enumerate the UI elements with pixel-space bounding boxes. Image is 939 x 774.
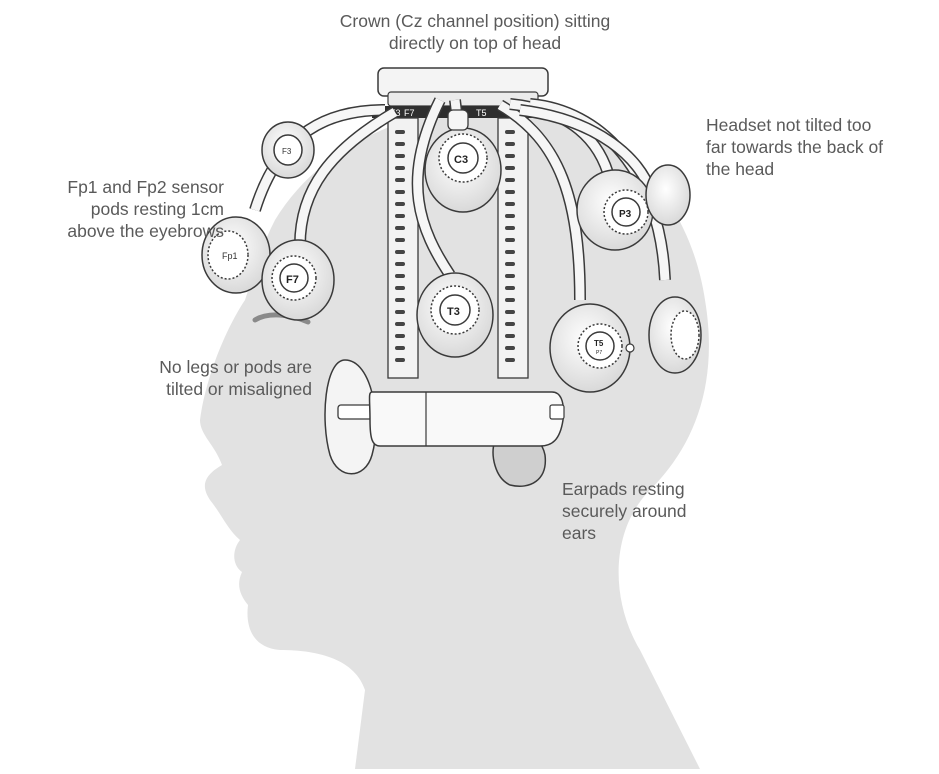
pod-label-fp: Fp1 — [222, 251, 238, 261]
strap-slot — [395, 166, 405, 170]
annotation-fp-line3: above the eyebrows — [0, 220, 224, 242]
pod-label-t5-sub: P7 — [596, 350, 602, 356]
strap-slot — [395, 154, 405, 158]
strap-slot — [505, 238, 515, 242]
strap-slot — [505, 130, 515, 134]
annotation-tilt-line3: the head — [706, 158, 936, 180]
strap-slot — [395, 250, 405, 254]
strap-slot — [505, 358, 515, 362]
annotation-earpads-line2: securely around — [562, 500, 762, 522]
strap-slot — [395, 238, 405, 242]
strap-slot — [395, 130, 405, 134]
strap-slot — [505, 334, 515, 338]
pod-label-t5: T5 — [594, 339, 604, 348]
sensor-pod-f3: F3 — [262, 122, 314, 178]
annotation-fp-line2: pods resting 1cm — [0, 198, 224, 220]
annotation-crown-line2: directly on top of head — [290, 32, 660, 54]
strap-slot — [505, 322, 515, 326]
strap-slot — [505, 346, 515, 350]
rail-label-f7: F7 — [404, 108, 415, 118]
strap-slot — [395, 202, 405, 206]
pod-label-c3: C3 — [454, 154, 468, 166]
annotation-fp: Fp1 and Fp2 sensor pods resting 1cm abov… — [0, 176, 224, 242]
strap-slot — [505, 298, 515, 302]
sensor-pod-t3: T3 — [417, 273, 493, 357]
strap-slot — [395, 322, 405, 326]
sensor-pod-c3: C3 — [425, 128, 501, 212]
strap-slot — [505, 154, 515, 158]
annotation-tilt-line2: far towards the back of — [706, 136, 936, 158]
rail-label-t5: T5 — [476, 108, 487, 118]
sensor-pod-crown — [448, 110, 468, 130]
battery-housing — [370, 392, 565, 446]
strap-slot — [395, 178, 405, 182]
sensor-pod-rear-upper — [646, 165, 690, 225]
strap-slot — [395, 226, 405, 230]
strap-slot — [505, 202, 515, 206]
strap-slot — [395, 190, 405, 194]
strap-slot — [505, 310, 515, 314]
strap-slot — [395, 262, 405, 266]
annotation-earpads-line1: Earpads resting — [562, 478, 762, 500]
strap-slot — [505, 226, 515, 230]
strap-slot — [395, 142, 405, 146]
strap-slot — [395, 346, 405, 350]
strap-slot — [395, 310, 405, 314]
sensor-pod-f7: F7 — [262, 240, 334, 320]
strap-slot — [505, 190, 515, 194]
strap-slot — [505, 142, 515, 146]
annotation-tilt-line1: Headset not tilted too — [706, 114, 936, 136]
strap-slot — [505, 250, 515, 254]
annotation-crown-line1: Crown (Cz channel position) sitting — [290, 10, 660, 32]
annotation-tilt: Headset not tilted too far towards the b… — [706, 114, 936, 180]
strap-slot — [505, 286, 515, 290]
strap-slot — [505, 166, 515, 170]
annotation-crown: Crown (Cz channel position) sitting dire… — [290, 10, 660, 54]
strap-slot — [505, 274, 515, 278]
strap-slot — [505, 214, 515, 218]
annotation-legs-line1: No legs or pods are — [100, 356, 312, 378]
pod-label-t3: T3 — [447, 306, 460, 318]
annotation-earpads: Earpads resting securely around ears — [562, 478, 762, 544]
pod-label-f3: F3 — [282, 147, 292, 156]
strap-slot — [395, 286, 405, 290]
annotation-legs-line2: tilted or misaligned — [100, 378, 312, 400]
strap-slot — [505, 178, 515, 182]
strap-slot — [395, 334, 405, 338]
strap-slot — [395, 358, 405, 362]
pod-label-f7: F7 — [286, 274, 299, 286]
pod-label-p3: P3 — [619, 209, 632, 220]
strap-slot — [395, 274, 405, 278]
strap-slot — [395, 298, 405, 302]
annotation-fp-line1: Fp1 and Fp2 sensor — [0, 176, 224, 198]
sensor-pod-rear-lower — [649, 297, 701, 373]
annotation-earpads-line3: ears — [562, 522, 762, 544]
annotation-legs: No legs or pods are tilted or misaligned — [100, 356, 312, 400]
strap-slot — [505, 262, 515, 266]
strap-slot — [395, 214, 405, 218]
